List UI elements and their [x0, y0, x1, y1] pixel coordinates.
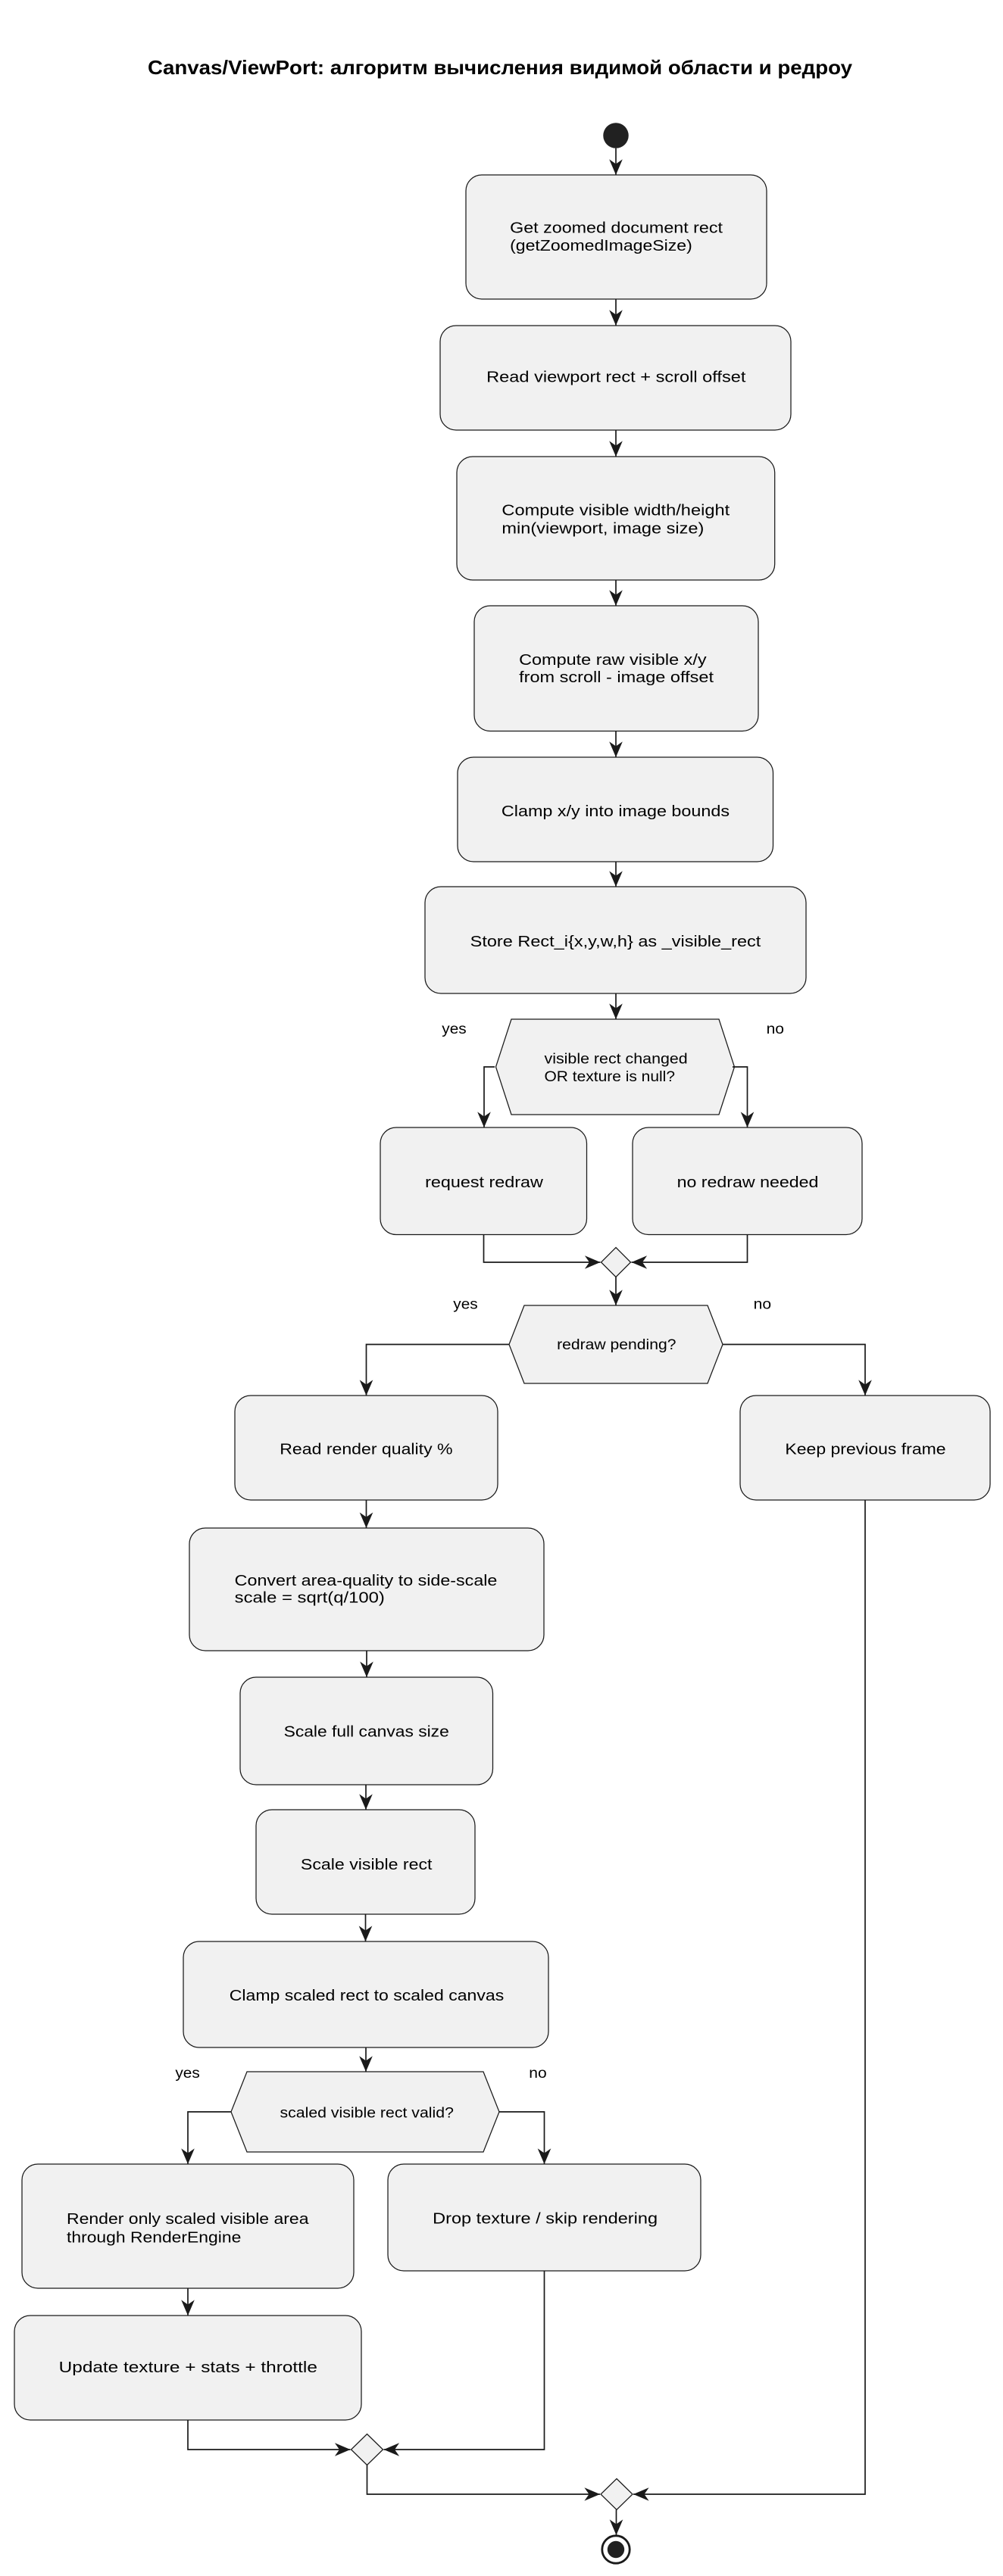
svg-text:no: no [754, 1297, 771, 1313]
svg-text:from scroll - image offset: from scroll - image offset [519, 669, 714, 686]
svg-text:Clamp scaled rect to scaled ca: Clamp scaled rect to scaled canvas [230, 1987, 505, 2004]
svg-text:OR texture is null?: OR texture is null? [545, 1069, 676, 1085]
svg-text:Canvas/ViewPort: алгоритм вычи: Canvas/ViewPort: алгоритм вычисления вид… [148, 56, 853, 79]
svg-text:yes: yes [453, 1297, 477, 1313]
svg-text:request redraw: request redraw [425, 1174, 543, 1191]
svg-text:Read viewport rect + scroll of: Read viewport rect + scroll offset [486, 369, 746, 386]
svg-text:scale = sqrt(q/100): scale = sqrt(q/100) [235, 1589, 385, 1607]
svg-text:Read render quality %: Read render quality % [280, 1441, 452, 1458]
svg-text:Compute visible width/height: Compute visible width/height [502, 501, 730, 519]
svg-text:Get zoomed document rect: Get zoomed document rect [510, 220, 723, 237]
svg-text:Store Rect_i{x,y,w,h} as _visi: Store Rect_i{x,y,w,h} as _visible_rect [470, 933, 761, 950]
svg-text:Clamp x/y into image bounds: Clamp x/y into image bounds [502, 803, 730, 820]
svg-text:Render only scaled visible are: Render only scaled visible area [67, 2210, 309, 2228]
svg-text:min(viewport, image size): min(viewport, image size) [502, 519, 704, 537]
svg-text:Scale visible rect: Scale visible rect [301, 1856, 433, 1873]
svg-text:no: no [767, 1021, 784, 1037]
svg-text:Compute raw visible x/y: Compute raw visible x/y [519, 651, 707, 669]
svg-text:yes: yes [442, 1021, 466, 1037]
svg-text:Drop texture / skip rendering: Drop texture / skip rendering [433, 2210, 658, 2228]
svg-text:no: no [529, 2066, 546, 2082]
svg-text:Update texture + stats + throt: Update texture + stats + throttle [59, 2359, 317, 2376]
svg-text:scaled visible rect valid?: scaled visible rect valid? [280, 2105, 454, 2121]
svg-text:yes: yes [175, 2066, 199, 2082]
svg-text:Convert area-quality to side-s: Convert area-quality to side-scale [235, 1572, 498, 1589]
svg-text:no redraw needed: no redraw needed [677, 1174, 819, 1191]
svg-text:redraw pending?: redraw pending? [557, 1337, 676, 1353]
svg-text:Scale full canvas size: Scale full canvas size [284, 1723, 449, 1740]
svg-text:(getZoomedImageSize): (getZoomedImageSize) [510, 237, 692, 254]
svg-text:Keep previous frame: Keep previous frame [785, 1441, 945, 1458]
svg-text:through RenderEngine: through RenderEngine [67, 2229, 241, 2247]
svg-text:visible rect changed: visible rect changed [545, 1052, 688, 1068]
